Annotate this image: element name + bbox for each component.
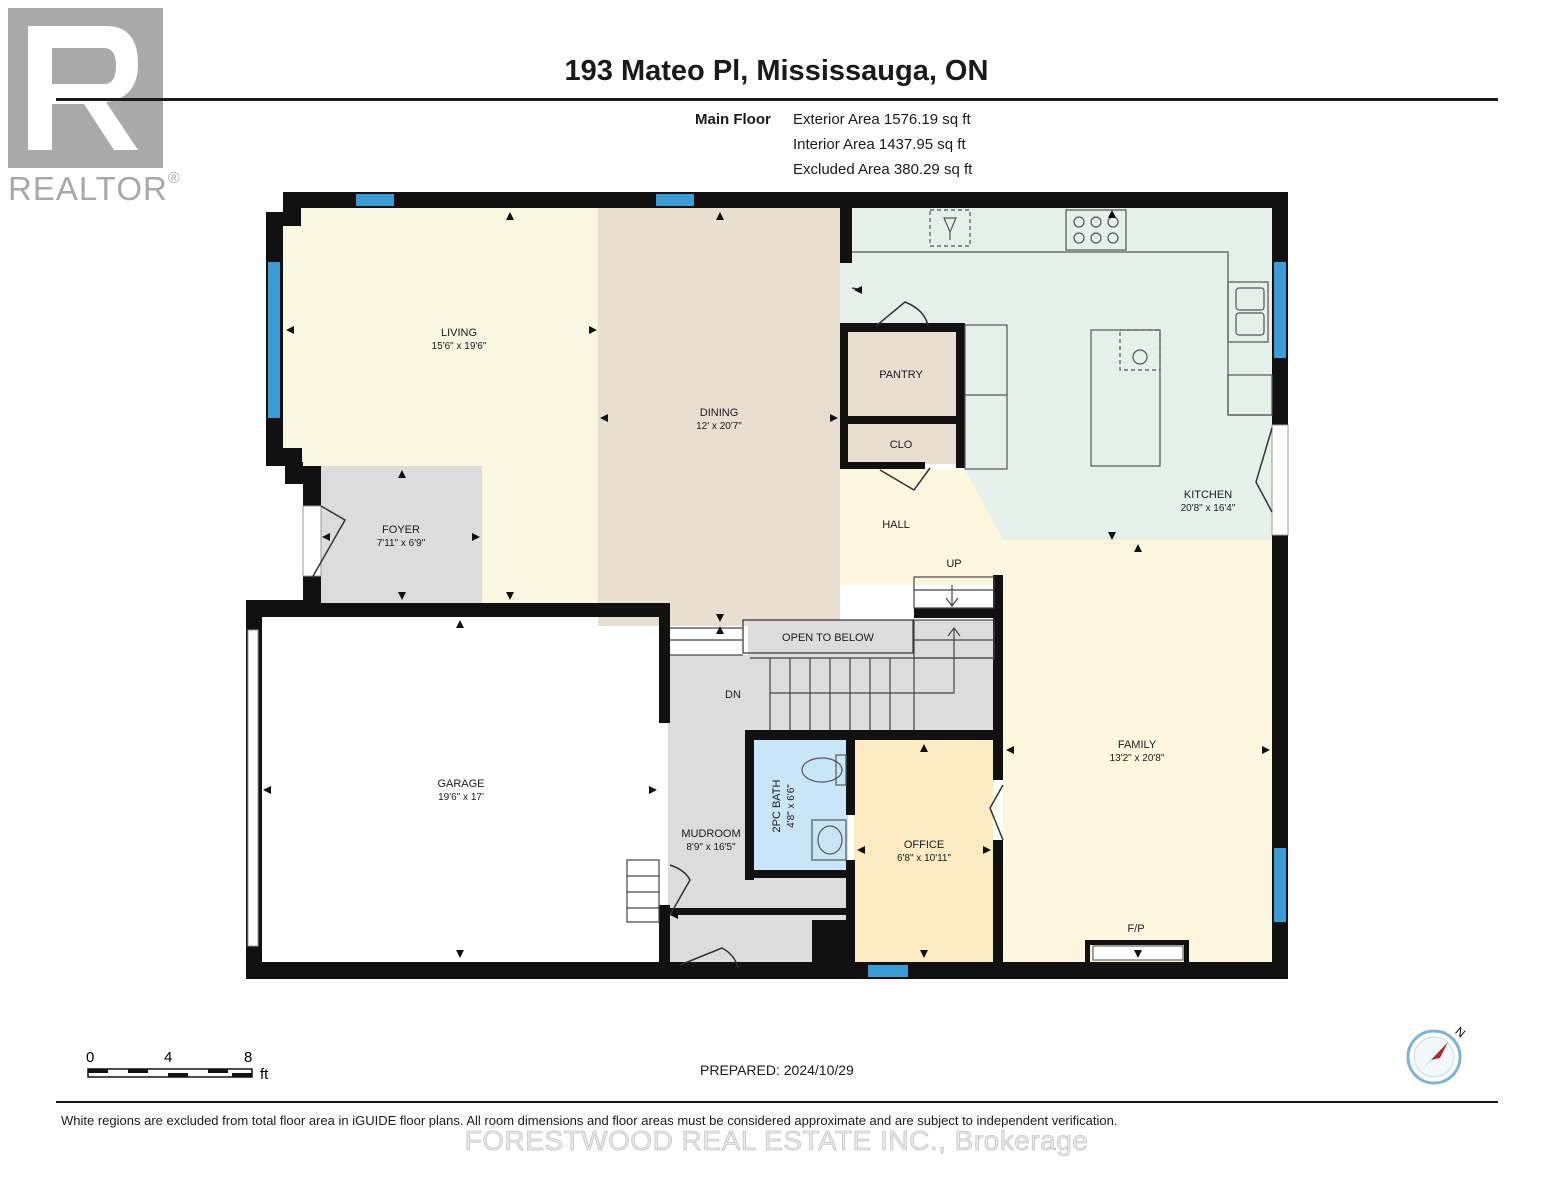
room-fills xyxy=(282,208,1273,963)
room-dims: 7'11" x 6'9" xyxy=(377,538,426,549)
room-dims: 12' x 20'7" xyxy=(696,421,742,432)
office-fill xyxy=(854,740,993,962)
room-name: KITCHEN xyxy=(1184,489,1232,501)
living-fill xyxy=(282,208,600,466)
stairs-down-label: DN xyxy=(725,689,741,701)
kitchen-fixtures xyxy=(852,209,1273,470)
room-name: FOYER xyxy=(382,524,420,536)
room-dims: 8'9" x 16'5" xyxy=(686,842,736,853)
page-title: 193 Mateo Pl, Mississauga, ON xyxy=(564,55,989,87)
scale-tick-0: 0 xyxy=(86,1049,94,1066)
pantry-fill xyxy=(848,330,956,417)
interior-area: Interior Area 1437.95 sq ft xyxy=(793,136,966,153)
door-swings xyxy=(311,287,1273,969)
room-dims: 19'6" x 17' xyxy=(438,792,484,803)
bath-fill xyxy=(752,740,847,873)
header-divider xyxy=(56,98,1498,101)
bath-fixtures xyxy=(801,754,847,861)
scale-tick-8: 8 xyxy=(244,1049,252,1066)
foyer-fill xyxy=(318,466,482,604)
room-name: LIVING xyxy=(441,327,477,339)
room-name: MUDROOM xyxy=(681,828,740,840)
scale-unit: ft xyxy=(260,1066,269,1083)
scale-tick-4: 4 xyxy=(164,1049,172,1066)
room-name: OFFICE xyxy=(904,839,944,851)
room-dims: 15'6" x 19'6" xyxy=(432,341,487,352)
prepared-date: PREPARED: 2024/10/29 xyxy=(700,1062,854,1078)
floor-name: Main Floor xyxy=(695,111,771,128)
disclaimer-text: White regions are excluded from total fl… xyxy=(61,1113,1118,1128)
dining-fill xyxy=(598,208,840,626)
family-lower-fill xyxy=(1003,585,1273,963)
room-name: DINING xyxy=(700,407,739,419)
compass-north-label: N xyxy=(1452,1024,1468,1040)
footer-divider xyxy=(56,1101,1498,1103)
room-dims: 13'2" x 20'8" xyxy=(1110,753,1165,764)
stairs xyxy=(626,576,995,923)
pantry-label: PANTRY xyxy=(879,369,923,381)
excluded-area: Excluded Area 380.29 sq ft xyxy=(793,161,973,178)
foyer-door-gap xyxy=(302,505,322,577)
stair-area-fill xyxy=(748,620,994,730)
stairs-up-label: UP xyxy=(946,558,961,570)
room-dims: 4'8" x 6'6" xyxy=(786,784,797,828)
exterior-area: Exterior Area 1576.19 sq ft xyxy=(793,111,971,128)
compass-icon: N xyxy=(1406,1024,1468,1085)
brokerage-watermark: FORESTWOOD REAL ESTATE INC., Brokerage xyxy=(464,1125,1089,1157)
windows xyxy=(268,194,1286,977)
room-name: GARAGE xyxy=(437,778,484,790)
room-labels: LIVING 15'6" x 19'6" DINING 12' x 20'7" … xyxy=(377,327,1236,935)
living-lower-fill xyxy=(480,466,600,604)
realtor-wordmark: REALTOR® xyxy=(8,170,181,207)
kitchen-door-gap xyxy=(1271,424,1289,536)
room-dims: 20'8" x 16'4" xyxy=(1181,503,1236,514)
hall-label: HALL xyxy=(882,519,910,531)
open-to-below-label: OPEN TO BELOW xyxy=(782,632,875,644)
kitchen-opening xyxy=(840,263,852,323)
scale-bar: 0 4 8 ft xyxy=(86,1049,269,1083)
room-dims: 6'8" x 10'11" xyxy=(897,853,952,864)
walls xyxy=(246,192,1288,979)
garage-door xyxy=(247,629,259,947)
kitchen-fill xyxy=(850,208,1272,540)
room-name: FAMILY xyxy=(1118,739,1157,751)
dimension-arrows xyxy=(263,210,1270,958)
room-name: 2PC BATH xyxy=(771,779,783,832)
clo-fill xyxy=(848,424,956,464)
closet-label: CLO xyxy=(890,439,913,451)
realtor-logo xyxy=(8,8,163,168)
fireplace-label: F/P xyxy=(1127,923,1144,935)
